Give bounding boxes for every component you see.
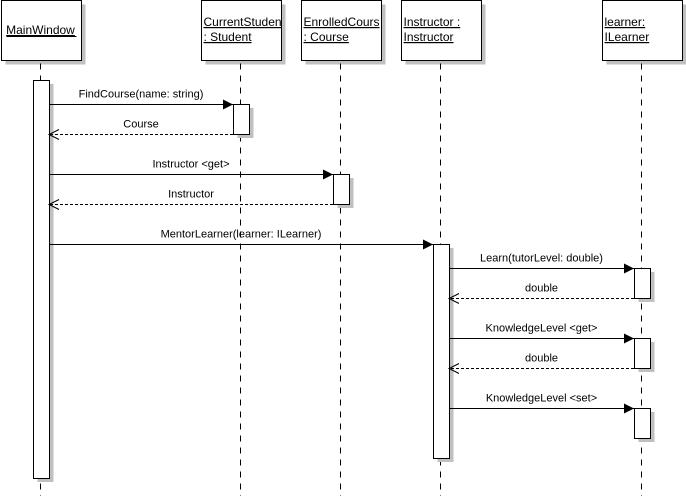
message-call[interactable]: KnowledgeLevel <set> [449,393,634,414]
participant-course[interactable]: EnrolledCours: Course [301,0,382,61]
message-label: FindCourse(name: string) [79,89,204,101]
participant-label: MainWindow [6,23,75,37]
filled-arrow-icon [624,333,634,344]
participant-label-line: : Course [304,30,350,44]
activation-bar-learner [634,268,651,299]
message-call[interactable]: Learn(tutorLevel: double) [449,253,634,274]
message-label: Instructor [168,189,214,201]
message-label: Instructor <get> [152,159,229,171]
activation-bar-learner [634,408,651,439]
participant-label-line: learner: [605,15,646,29]
participant-box[interactable] [401,0,482,61]
filled-arrow-icon [624,403,634,414]
message-call[interactable]: MentorLearner(learner: ILearner) [49,229,433,250]
participant-learner[interactable]: learner:ILearner [602,0,683,61]
participant-label-line: EnrolledCours [304,15,380,29]
activation-bar-main [33,80,50,479]
participant-label-line: : Student [204,30,253,44]
participant-instructor[interactable]: Instructor :Instructor [401,0,482,61]
message-return[interactable]: Course [47,119,233,140]
message-label: double [525,283,558,295]
message-label: KnowledgeLevel <set> [486,393,597,405]
participant-label-line: Instructor : [404,15,461,29]
message-call[interactable]: Instructor <get> [49,159,333,180]
participant-label-line: CurrentStuden [204,15,282,29]
activation-bar-learner [634,338,651,369]
participant-label-line: Instructor [404,30,454,44]
message-call[interactable]: FindCourse(name: string) [49,89,233,110]
filled-arrow-icon [423,239,433,250]
participant-box[interactable] [1,0,82,61]
activation-bar-instructor [433,244,450,459]
message-label: Course [123,119,158,131]
message-label: double [525,353,558,365]
participant-box[interactable] [301,0,382,61]
message-return[interactable]: double [447,353,634,374]
message-label: KnowledgeLevel <get> [486,323,598,335]
activation-bar-course [333,174,350,205]
open-arrow-icon [447,293,460,304]
filled-arrow-icon [223,99,233,110]
activation-bar-student [233,104,250,135]
participant-label-line: ILearner [605,30,650,44]
participant-main[interactable]: MainWindow [1,0,82,61]
filled-arrow-icon [624,263,634,274]
message-label: MentorLearner(learner: ILearner) [161,229,322,241]
participant-box[interactable] [602,0,683,61]
message-return[interactable]: Instructor [47,189,333,210]
open-arrow-icon [47,129,60,140]
participant-student[interactable]: CurrentStuden: Student [201,0,282,61]
open-arrow-icon [47,199,60,210]
participant-box[interactable] [201,0,282,61]
open-arrow-icon [447,363,460,374]
filled-arrow-icon [323,169,333,180]
message-label: Learn(tutorLevel: double) [480,253,603,265]
message-call[interactable]: KnowledgeLevel <get> [449,323,634,344]
message-return[interactable]: double [447,283,634,304]
